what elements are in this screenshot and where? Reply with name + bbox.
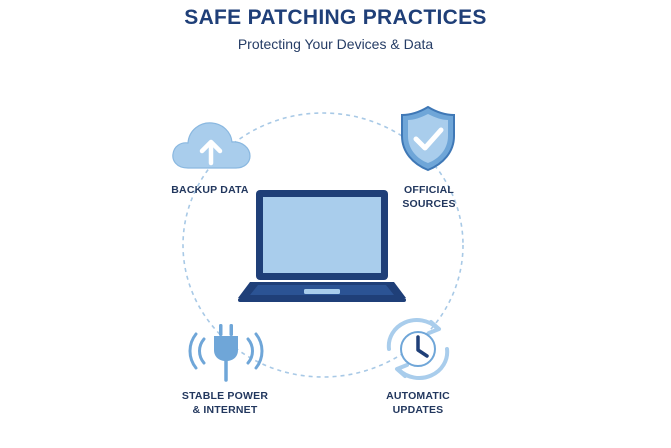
cloud-upload-icon: [172, 122, 251, 169]
backup-data-label: BACKUP DATA: [171, 184, 249, 196]
page-subtitle: Protecting Your Devices & Data: [237, 36, 434, 52]
shield-check-icon: [401, 105, 455, 172]
page-title: SAFE PATCHING PRACTICES: [184, 6, 487, 29]
laptop-icon: [238, 190, 406, 302]
automatic-updates-label: AUTOMATIC UPDATES: [386, 390, 450, 416]
stable-power-label: STABLE POWER & INTERNET: [181, 390, 269, 416]
official-sources-label: OFFICIAL SOURCES: [402, 184, 456, 210]
auto-update-clock-icon: [386, 318, 450, 380]
power-plug-icon: [188, 324, 264, 382]
